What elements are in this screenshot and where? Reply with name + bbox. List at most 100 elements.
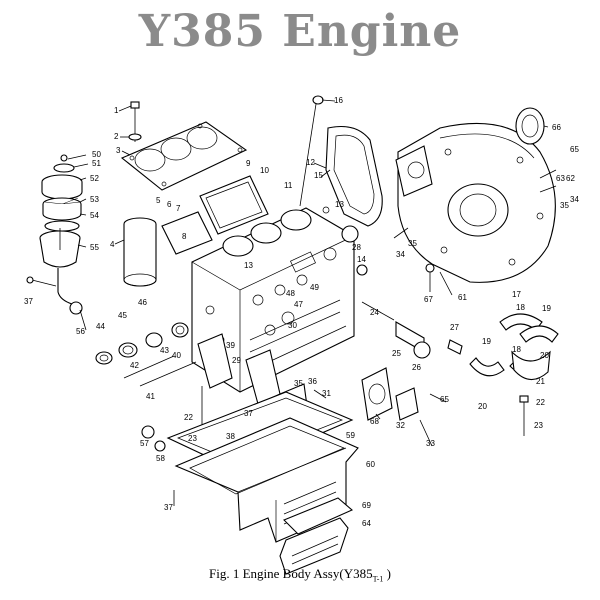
callout-41: 41	[146, 392, 155, 401]
callout-7: 7	[176, 204, 181, 213]
figure-caption: Fig. 1 Engine Body Assy(Y385T-1 )	[0, 566, 600, 584]
callout-20b: 20	[478, 402, 487, 411]
callout-64: 64	[362, 519, 371, 528]
callout-48: 48	[286, 289, 295, 298]
caption-end: )	[383, 566, 391, 581]
callout-18b: 18	[512, 345, 521, 354]
callout-38: 38	[226, 432, 235, 441]
o-rings	[322, 206, 368, 276]
callout-60: 60	[366, 460, 375, 469]
callout-2: 2	[114, 132, 119, 141]
valve-cover-gaskets	[161, 175, 269, 255]
callout-42: 42	[130, 361, 139, 370]
oil-pump	[361, 367, 419, 421]
callout-33: 33	[426, 439, 435, 448]
callout-56: 56	[76, 327, 85, 336]
callout-9: 9	[246, 159, 251, 168]
callout-40: 40	[172, 351, 181, 360]
crank-oil-seal	[515, 107, 545, 145]
callout-11: 11	[284, 181, 293, 190]
callout-13b: 13	[244, 261, 253, 270]
callout-43: 43	[160, 346, 169, 355]
callout-27: 27	[450, 323, 459, 332]
callout-3: 3	[116, 146, 121, 155]
callout-35b: 35	[294, 379, 303, 388]
callout-65a: 65	[570, 145, 579, 154]
flywheel-housing	[395, 122, 556, 283]
callout-39: 39	[226, 341, 235, 350]
main-bearing-halves	[469, 313, 559, 381]
misc-fasteners	[173, 169, 557, 506]
callout-20a: 20	[540, 351, 549, 360]
callout-69: 69	[362, 501, 371, 510]
callout-13a: 13	[335, 200, 344, 209]
callout-37b: 37	[244, 409, 253, 418]
camshaft-bushings	[95, 322, 197, 387]
callout-34b: 34	[570, 195, 579, 204]
callout-54: 54	[90, 211, 99, 220]
callout-35c: 35	[560, 201, 569, 210]
dipstick	[299, 95, 324, 207]
callout-51: 51	[92, 159, 101, 168]
caption-subscript: T-1	[372, 574, 384, 584]
callout-50: 50	[92, 150, 101, 159]
callout-52: 52	[90, 174, 99, 183]
callout-53: 53	[90, 195, 99, 204]
callout-8: 8	[182, 232, 187, 241]
callout-30: 30	[288, 321, 297, 330]
callout-29: 29	[232, 356, 241, 365]
callout-67: 67	[424, 295, 433, 304]
callout-15: 15	[314, 171, 323, 180]
callout-26: 26	[412, 363, 421, 372]
callout-35a: 35	[408, 239, 417, 248]
engine-block	[191, 207, 355, 393]
callout-12: 12	[306, 158, 315, 167]
callout-59: 59	[346, 431, 355, 440]
callout-58: 58	[156, 454, 165, 463]
callout-32: 32	[396, 421, 405, 430]
callout-23b: 23	[188, 434, 197, 443]
callout-22a: 22	[536, 398, 545, 407]
drain-plug	[141, 425, 166, 452]
callout-31: 31	[322, 389, 331, 398]
callout-66: 66	[552, 123, 561, 132]
bearing-cap-bolt	[519, 395, 529, 436]
callout-10: 10	[260, 166, 269, 175]
callout-1: 1	[114, 106, 119, 115]
callout-61: 61	[458, 293, 467, 302]
callout-44: 44	[96, 322, 105, 331]
callout-19a: 19	[542, 304, 551, 313]
callout-5: 5	[156, 196, 161, 205]
callout-17: 17	[512, 290, 521, 299]
callout-21: 21	[536, 377, 545, 386]
callout-4: 4	[110, 240, 115, 249]
callout-labels: 1 2 3 4 5 6 7 8 9 10 11 12 13 13 14 15 1…	[24, 96, 579, 528]
callout-55: 55	[90, 243, 99, 252]
callout-63: 63	[556, 174, 565, 183]
callout-18a: 18	[516, 303, 525, 312]
leader-lines	[67, 99, 549, 420]
callout-49: 49	[310, 283, 319, 292]
callout-16: 16	[334, 96, 343, 105]
left-side-bolts	[26, 276, 83, 315]
callout-57: 57	[140, 439, 149, 448]
caption-main: Fig. 1 Engine Body Assy(Y385	[208, 566, 373, 581]
callout-14: 14	[357, 255, 366, 264]
oil-filter-assembly	[39, 154, 83, 305]
callout-47: 47	[294, 300, 303, 309]
callout-23a: 23	[534, 421, 543, 430]
callout-25: 25	[392, 349, 401, 358]
callout-19b: 19	[482, 337, 491, 346]
callout-62: 62	[566, 174, 575, 183]
cylinder-liner	[123, 217, 157, 287]
diagram-title: Y385 Engine	[138, 6, 462, 57]
callout-22b: 22	[184, 413, 193, 422]
oil-pan-bottom-plate	[279, 497, 354, 575]
callout-6: 6	[167, 200, 172, 209]
timing-cover-gasket	[325, 125, 383, 227]
camshaft-parts	[361, 301, 463, 359]
callout-28: 28	[352, 243, 361, 252]
callout-37c: 37	[164, 503, 173, 512]
callout-46: 46	[138, 298, 147, 307]
